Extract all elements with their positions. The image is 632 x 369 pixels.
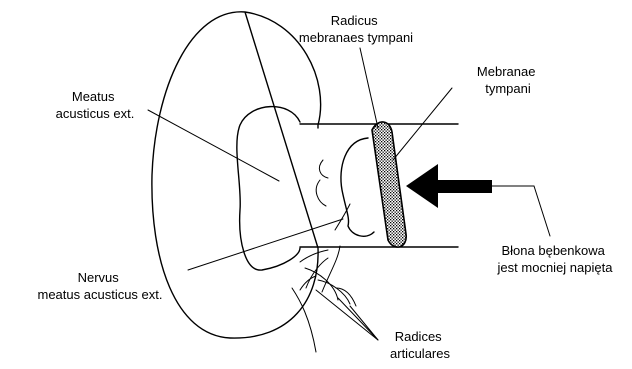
eardrum-membrane bbox=[372, 122, 406, 247]
auricle-outline bbox=[152, 12, 321, 338]
articular-root-3 bbox=[318, 280, 350, 304]
label-meatus: Meatus acusticus ext. bbox=[56, 89, 135, 121]
label-radices: Radices articulares bbox=[390, 329, 450, 361]
label-radices-line2: articulares bbox=[390, 346, 450, 361]
label-nervus: Nervus meatus acusticus ext. bbox=[38, 270, 163, 302]
label-meatus-line2: acusticus ext. bbox=[56, 106, 135, 121]
label-radicus: Radicus mebranaes tympani bbox=[299, 13, 413, 45]
label-radicus-line2: mebranaes tympani bbox=[299, 30, 413, 45]
canal-inner-bump bbox=[341, 138, 374, 236]
label-blona-line2: jest mocniej napięta bbox=[497, 260, 614, 275]
label-radices-line1: Radices bbox=[395, 329, 442, 344]
label-blona-line1: Błona bębenkowa bbox=[502, 243, 606, 258]
label-mebranae-line2: tympani bbox=[485, 81, 531, 96]
label-mebranae: Mebranae tympani bbox=[477, 64, 539, 96]
outer-ear-cavity bbox=[237, 107, 300, 271]
leader-radices-1 bbox=[316, 290, 378, 340]
nerve-fibre-6 bbox=[300, 250, 328, 262]
nerve-fibre-1 bbox=[316, 180, 326, 206]
leader-meatus bbox=[148, 110, 279, 181]
label-nervus-line2: meatus acusticus ext. bbox=[38, 287, 163, 302]
leader-radicus bbox=[360, 48, 378, 128]
articular-root-1 bbox=[292, 288, 316, 352]
leader-radices-2 bbox=[338, 298, 378, 340]
leader-nervus bbox=[188, 219, 343, 270]
label-mebranae-line1: Mebranae bbox=[477, 64, 536, 79]
label-nervus-line1: Nervus bbox=[78, 270, 120, 285]
nerve-fibre-2 bbox=[319, 160, 328, 178]
arrow-body bbox=[406, 164, 492, 208]
label-radicus-line1: Radicus bbox=[331, 13, 378, 28]
label-meatus-line1: Meatus bbox=[72, 89, 115, 104]
leader-blona bbox=[492, 186, 550, 236]
leader-radices-3 bbox=[350, 306, 378, 340]
label-blona: Błona bębenkowa jest mocniej napięta bbox=[497, 243, 614, 275]
